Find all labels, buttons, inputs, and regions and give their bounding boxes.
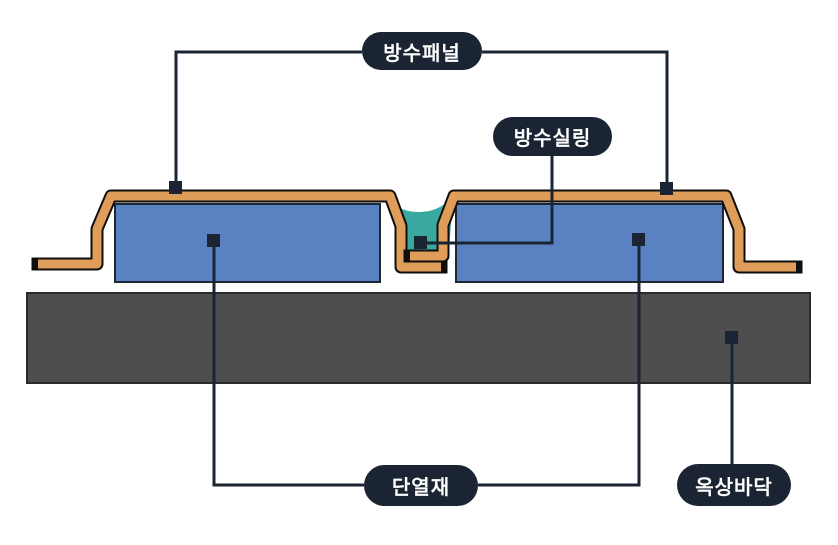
marker-panel-left: [169, 181, 182, 194]
marker-rooftop-floor: [725, 331, 738, 344]
insulation-block-left: [114, 203, 381, 283]
leader-sealing: [421, 156, 554, 245]
waterproof-sealing-label: 방수실링: [493, 117, 612, 156]
marker-sealing: [414, 236, 427, 249]
waterproof-sealing-label-text: 방수실링: [513, 128, 592, 150]
waterproof-panel-label: 방수패널: [362, 32, 482, 70]
panel-left-shape: [38, 191, 441, 272]
marker-insulation-left: [207, 234, 220, 247]
waterproof-panel-label-text: 방수패널: [383, 42, 461, 65]
leader-insulation-left: [212, 241, 364, 487]
rooftop-floor-label-text: 옥상바닥: [695, 476, 773, 499]
insulation-label-text: 단열재: [391, 477, 451, 499]
rooftop-slab-shape: [26, 292, 811, 384]
leader-panel-left: [174, 50, 362, 188]
panel-right-shape: [410, 191, 796, 272]
leader-insulation-right: [478, 240, 641, 487]
marker-insulation-right: [632, 233, 645, 246]
insulation-block-right: [455, 203, 724, 283]
rooftop-floor-label: 옥상바닥: [677, 464, 791, 506]
marker-panel-right: [660, 182, 673, 195]
insulation-label: 단열재: [364, 465, 478, 506]
leader-panel-right: [482, 50, 669, 189]
